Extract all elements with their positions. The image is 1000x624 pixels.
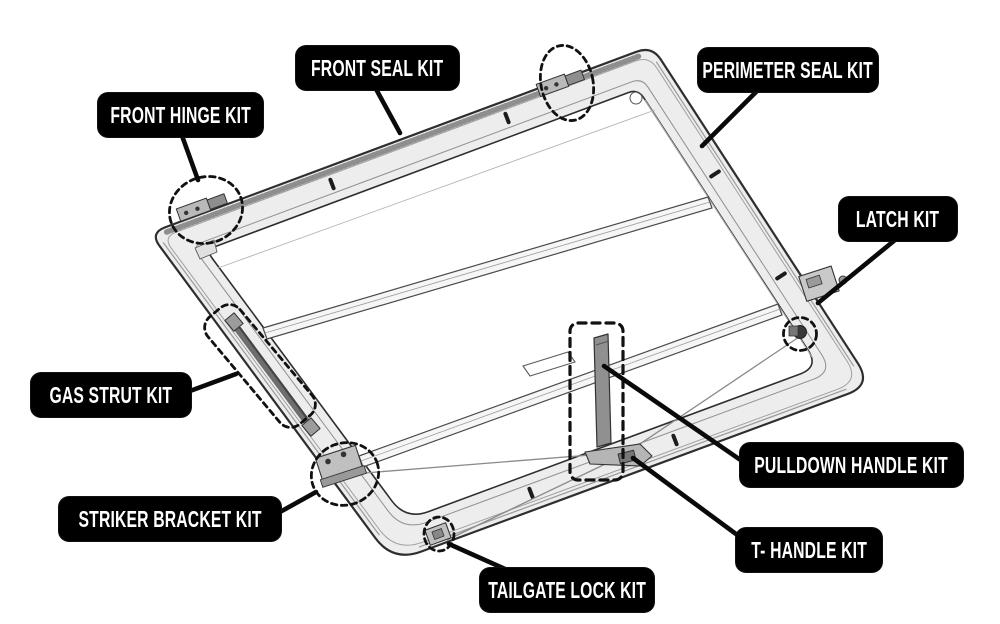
callout-label: PERIMETER SEAL KIT bbox=[702, 57, 874, 83]
callout-perimeter-seal-kit: PERIMETER SEAL KIT bbox=[698, 48, 878, 92]
callout-label: STRIKER BRACKET KIT bbox=[78, 506, 262, 532]
front-hinge-left bbox=[175, 193, 228, 222]
leader-front-seal bbox=[373, 86, 403, 136]
front-right-corner-detail bbox=[629, 91, 643, 105]
panel-hairline-right bbox=[644, 99, 813, 358]
leader-pulldown-handle bbox=[601, 363, 745, 464]
callout-striker-bracket-kit: STRIKER BRACKET KIT bbox=[59, 497, 281, 541]
rail-clamp-ticks bbox=[328, 111, 787, 500]
highlight-markers bbox=[168, 44, 818, 553]
perimeter-seal-strip bbox=[162, 61, 855, 548]
hardware bbox=[175, 69, 848, 546]
leader-gas-strut bbox=[187, 371, 239, 394]
cross-bow-1 bbox=[262, 196, 713, 340]
latch-cables bbox=[351, 336, 800, 541]
front-hinge-center bbox=[535, 69, 585, 98]
frame-rail-line-1 bbox=[167, 58, 853, 546]
cover-frame bbox=[154, 48, 865, 556]
callout-label: LATCH KIT bbox=[856, 206, 940, 232]
pulldown-handle-marker bbox=[568, 321, 625, 482]
callout-t-handle-kit: T- HANDLE KIT bbox=[736, 528, 882, 572]
leader-perimeter-seal bbox=[699, 88, 760, 149]
callout-label: GAS STRUT KIT bbox=[49, 382, 173, 408]
callout-label: FRONT HINGE KIT bbox=[110, 102, 251, 128]
panel-hairline-top bbox=[217, 109, 656, 269]
leader-lines bbox=[178, 86, 898, 572]
cross-bow-1-crease bbox=[264, 201, 711, 334]
leader-tailgate-lock bbox=[446, 541, 508, 572]
striker-bracket-marker bbox=[309, 441, 381, 507]
callout-label: T- HANDLE KIT bbox=[751, 537, 867, 563]
gas-strut-marker bbox=[203, 303, 317, 429]
tailgate-lock-marker bbox=[422, 515, 456, 553]
callout-tailgate-lock-kit: TAILGATE LOCK KIT bbox=[480, 568, 654, 612]
front-seal-marker bbox=[538, 44, 596, 122]
callout-label: FRONT SEAL KIT bbox=[311, 55, 444, 81]
leader-striker-bracket bbox=[277, 489, 319, 515]
handle-recess-slot bbox=[522, 351, 576, 377]
callout-front-seal-kit: FRONT SEAL KIT bbox=[296, 46, 459, 90]
striker-bracket bbox=[314, 444, 367, 488]
callout-gas-strut-kit: GAS STRUT KIT bbox=[31, 373, 191, 417]
callout-label: PULLDOWN HANDLE KIT bbox=[754, 452, 949, 478]
leader-t-handle bbox=[630, 455, 739, 537]
callout-pulldown-handle-kit: PULLDOWN HANDLE KIT bbox=[740, 443, 963, 487]
callout-latch-kit: LATCH KIT bbox=[839, 197, 957, 241]
callout-label: TAILGATE LOCK KIT bbox=[488, 577, 646, 603]
leader-front-hinge bbox=[178, 130, 201, 183]
tailgate-lock bbox=[424, 522, 452, 546]
gas-strut bbox=[224, 312, 321, 437]
leader-latch bbox=[815, 237, 898, 306]
latch-marker bbox=[782, 316, 818, 352]
front-hinge-marker bbox=[168, 175, 244, 245]
callout-front-hinge-kit: FRONT HINGE KIT bbox=[98, 93, 263, 137]
